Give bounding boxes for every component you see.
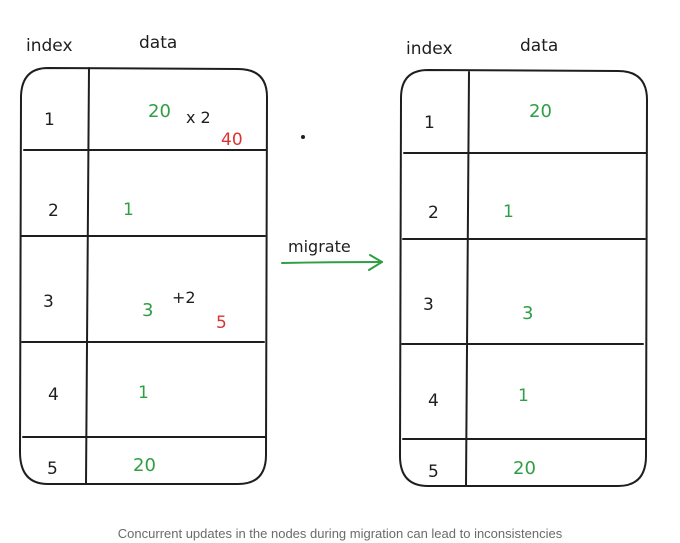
after-table-column-divider (465, 71, 470, 487)
before-row-4-index: 4 (48, 385, 59, 405)
stray-dot (301, 135, 305, 139)
after-row-3-index: 3 (423, 295, 434, 315)
before-row-1-operation: x 2 (186, 108, 211, 127)
after-row-1-value: 20 (529, 101, 552, 122)
before-header-index: index (26, 36, 73, 56)
after-row-4-value: 1 (518, 386, 529, 406)
before-header-data: data (139, 33, 177, 53)
after-row-5-value: 20 (513, 458, 536, 479)
migrate-arrow (281, 254, 383, 271)
after-header-index: index (406, 39, 453, 59)
before-row-1-index: 1 (44, 110, 55, 130)
before-row-3-result: 5 (216, 313, 227, 333)
before-row-3-value: 3 (142, 300, 153, 321)
before-row-3-operation: +2 (172, 288, 196, 307)
before-table (18, 66, 269, 485)
after-row-2-value: 1 (503, 202, 514, 222)
before-row-2-value: 1 (123, 200, 134, 220)
before-table-border (18, 66, 269, 485)
before-row-3-index: 3 (43, 292, 54, 312)
before-row-1-value: 20 (148, 101, 171, 122)
after-row-4-index: 4 (428, 391, 439, 411)
arrow-label: migrate (288, 237, 351, 256)
figure-caption: Concurrent updates in the nodes during m… (117, 526, 563, 541)
after-row-1-index: 1 (424, 113, 435, 133)
before-row-5-index: 5 (47, 459, 58, 479)
before-row-4-value: 1 (138, 383, 149, 403)
after-row-3-value: 3 (522, 303, 533, 324)
before-row-5-value: 20 (133, 455, 156, 476)
after-row-5-index: 5 (428, 462, 439, 482)
after-header-data: data (520, 36, 558, 56)
after-table-border (398, 68, 649, 487)
after-table (398, 68, 649, 487)
before-row-2-index: 2 (48, 201, 59, 221)
before-table-column-divider (85, 67, 90, 485)
after-row-2-index: 2 (428, 203, 439, 223)
before-row-1-result: 40 (221, 130, 243, 150)
